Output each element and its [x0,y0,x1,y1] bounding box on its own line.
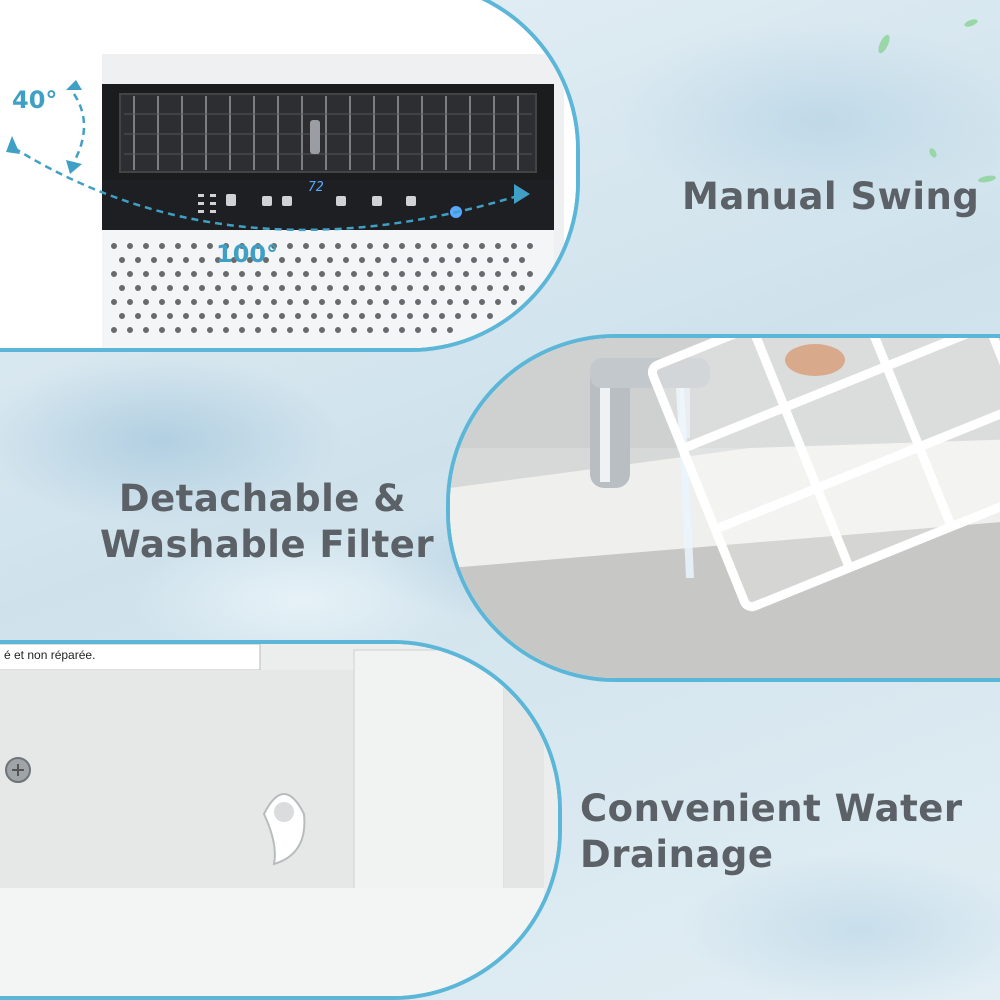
drain-port-image [0,644,558,996]
caption-line: Drainage [580,833,774,876]
caption-line: Convenient Water [580,787,963,830]
caption-line: Manual Swing [682,175,980,218]
swing-angle-vertical: 40° [12,86,58,114]
manual-swing-panel: 40° 100° 72 [0,0,580,352]
filter-washing-image [450,338,1000,678]
temperature-display: 72 [308,180,324,195]
warning-label-text: é et non réparée. [4,648,96,662]
water-drop-icon [676,387,694,579]
feature-caption-drainage: Convenient Water Drainage [580,786,963,878]
water-drainage-panel: é et non réparée. [0,640,562,1000]
air-conditioner-front-image [0,0,576,348]
washable-filter-panel [446,334,1000,682]
caption-line: Detachable & [118,477,406,520]
caption-line: Washable Filter [100,523,435,566]
feature-caption-filter: Detachable & Washable Filter [100,476,435,568]
swing-arrow-icon [13,93,525,232]
feature-caption-manual-swing: Manual Swing [682,174,979,220]
swing-angle-horizontal: 100° [216,240,279,268]
